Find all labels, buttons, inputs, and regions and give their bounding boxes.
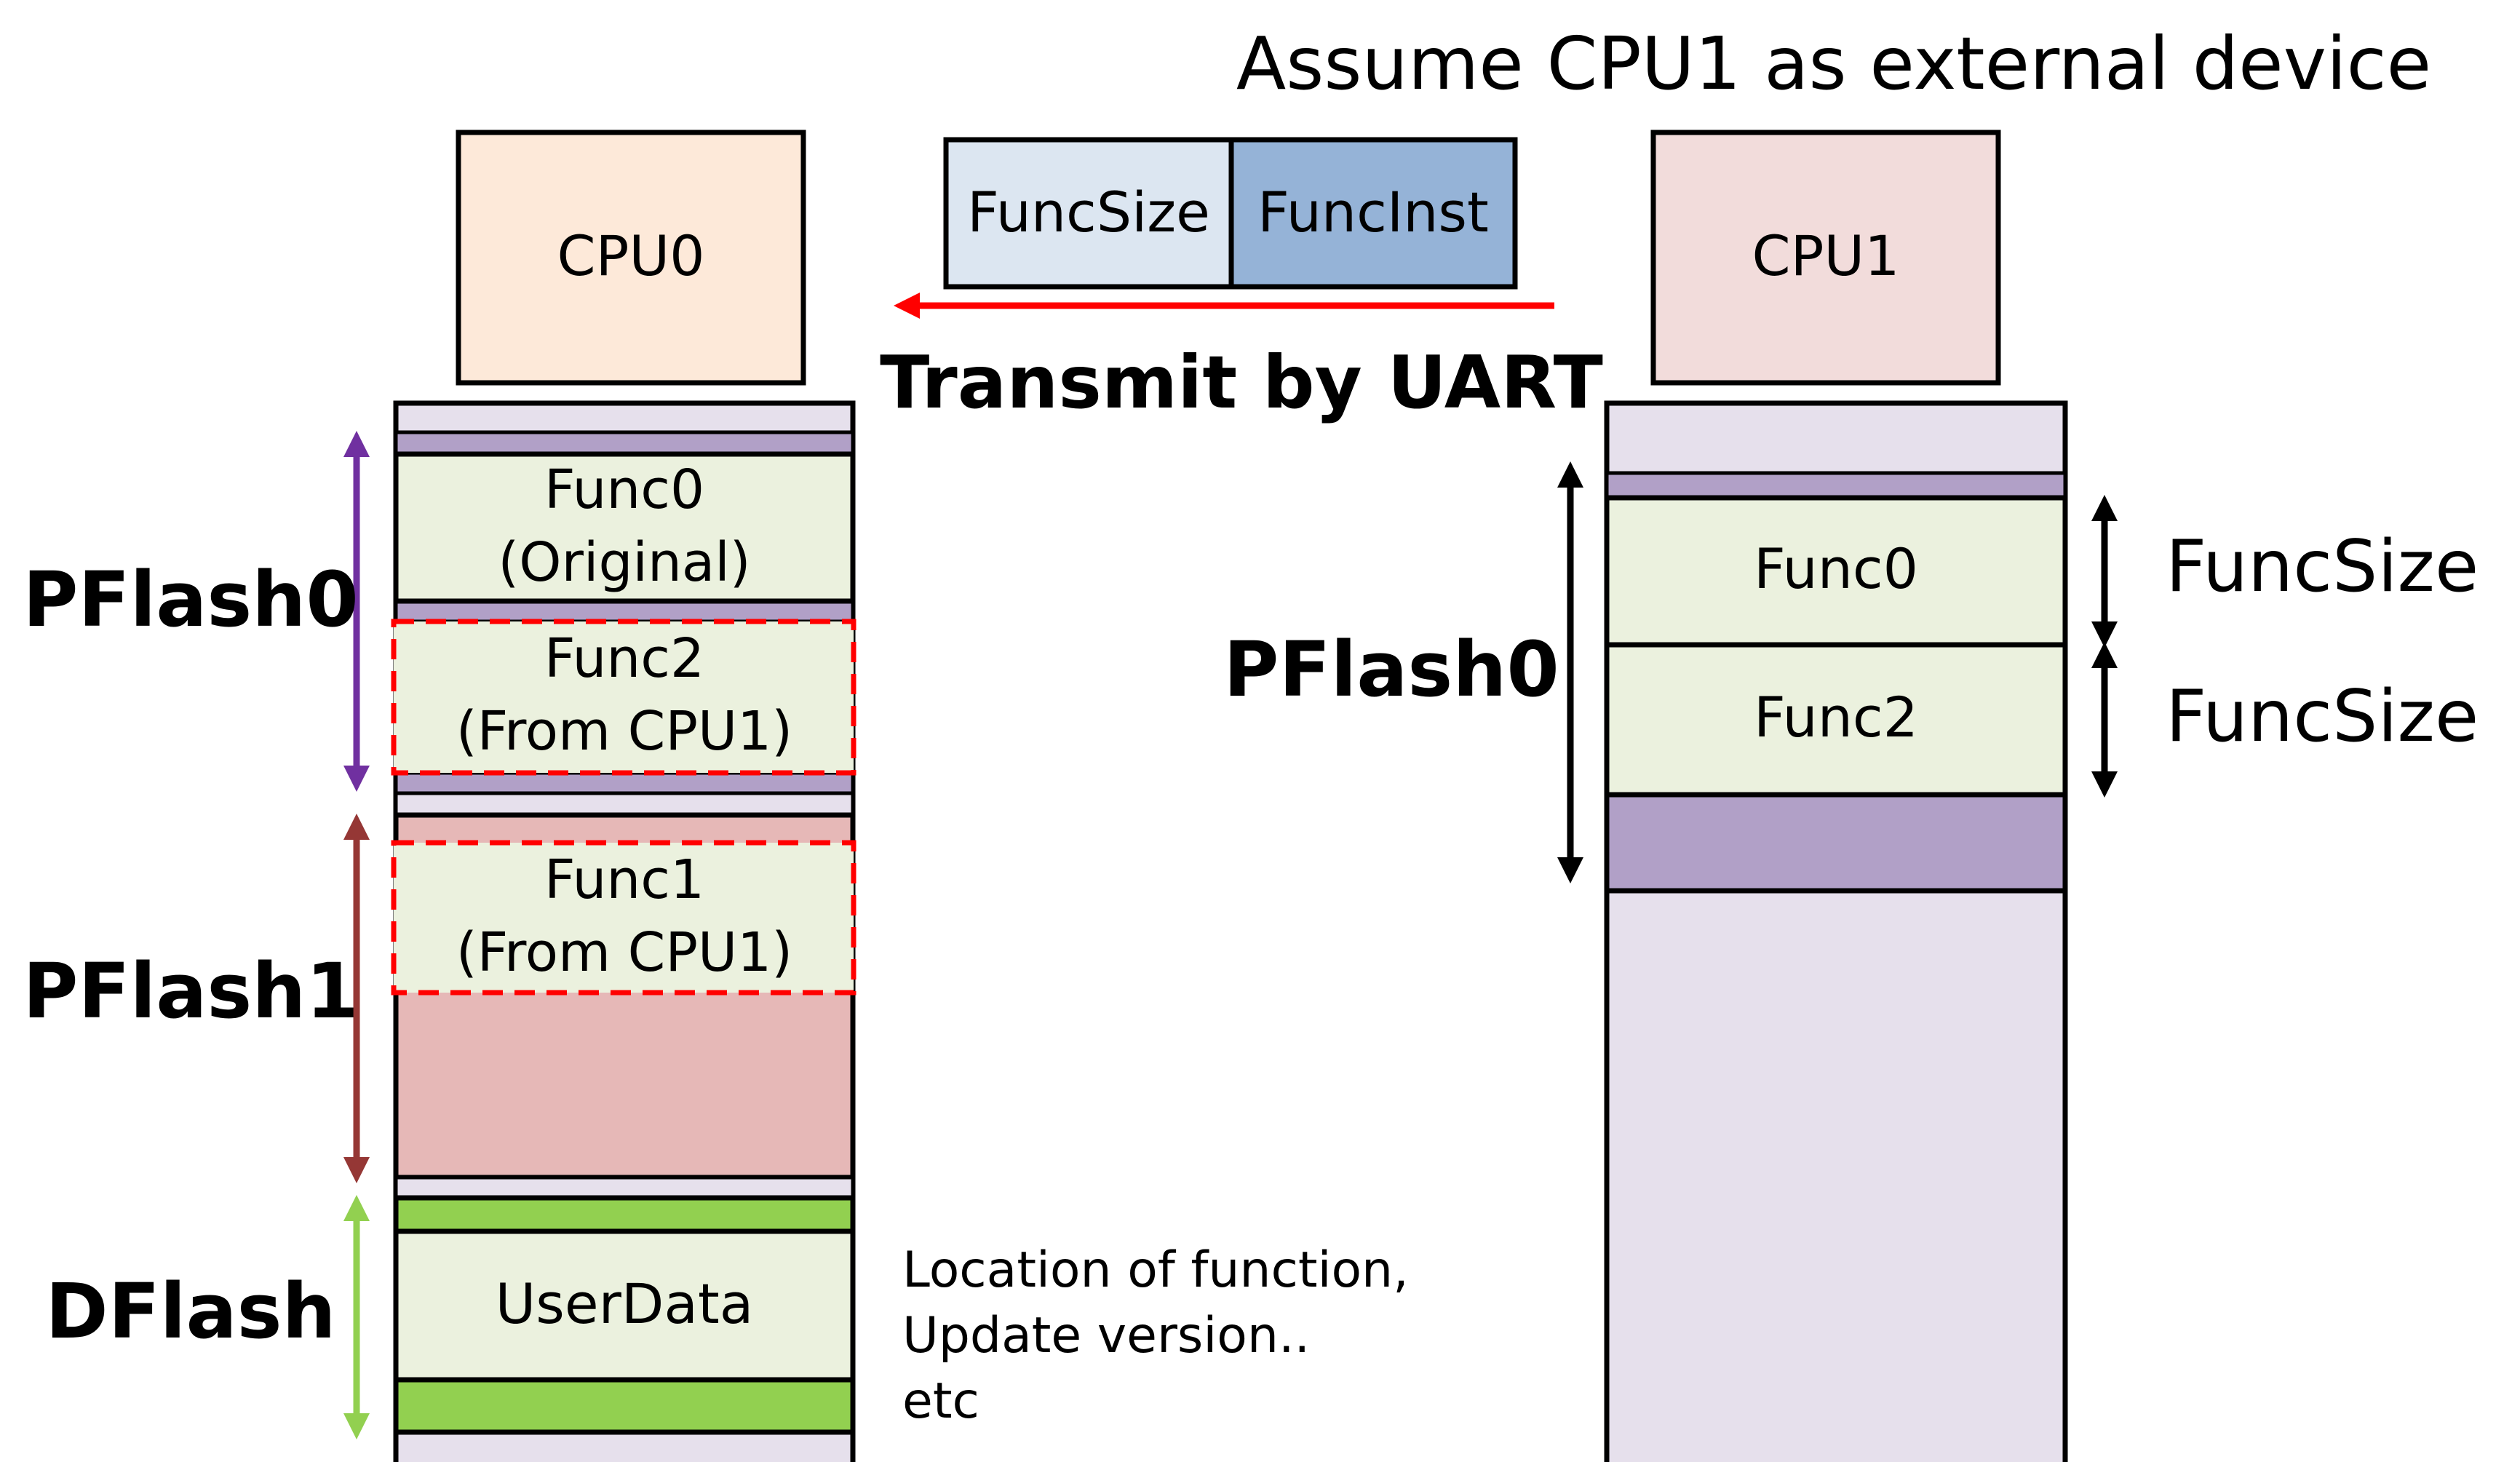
func2-from-cpu1-line1: Func2 <box>544 627 704 690</box>
func1-from-cpu1-line1: Func1 <box>544 849 704 911</box>
left-dflash-label: DFlash <box>45 1267 335 1356</box>
packet-funcsize-field <box>943 137 1234 290</box>
cpu0-memory-map: Func0 (Original) Func2 (From CPU1) Func1… <box>391 400 856 1462</box>
note-line-2: Update version.. <box>902 1307 1310 1364</box>
right-pflash0-label: PFlash0 <box>1223 625 1559 714</box>
separator-band <box>1605 471 2067 500</box>
diagram-title: Assume CPU1 as external device <box>1236 21 2431 106</box>
cpu1-memory-map: Func0 Func2 <box>1604 400 2068 1462</box>
funcsize-label-1: FuncSize <box>2166 525 2479 608</box>
packet-funcinst-label: FuncInst <box>1257 180 1489 245</box>
func1-from-cpu1-line2: (From CPU1) <box>456 921 792 984</box>
uart-packet: FuncSize FuncInst <box>943 137 1518 290</box>
note-line-3: etc <box>902 1372 979 1430</box>
left-pflash1-label: PFlash1 <box>23 947 358 1036</box>
separator-band <box>394 599 855 624</box>
right-func0-label: Func0 <box>1754 536 1918 601</box>
func2-from-cpu1-line2: (From CPU1) <box>456 700 792 763</box>
separator-band <box>394 771 855 795</box>
func0-original-block <box>393 451 856 604</box>
dflash-band-top <box>393 1195 856 1234</box>
cpu0-box: CPU0 <box>456 130 806 386</box>
separator-band <box>394 430 855 456</box>
userdata-block <box>393 1228 856 1383</box>
userdata-label: UserData <box>496 1271 754 1336</box>
dflash-band-bottom <box>393 1377 856 1435</box>
cpu0-label: CPU0 <box>557 223 705 288</box>
right-func0-block <box>1604 495 2068 648</box>
func0-original-line1: Func0 <box>544 458 704 521</box>
func1-from-cpu1-block <box>391 840 856 996</box>
note-line-1: Location of function, <box>902 1241 1409 1299</box>
func2-from-cpu1-block <box>391 619 856 776</box>
func0-original-line2: (Original) <box>498 531 750 594</box>
right-func2-label: Func2 <box>1754 685 1918 750</box>
left-pflash0-label: PFlash0 <box>23 555 358 644</box>
packet-funcsize-label: FuncSize <box>967 180 1210 245</box>
cpu1-box: CPU1 <box>1650 130 2001 386</box>
transmit-label: Transmit by UART <box>880 340 1603 425</box>
right-func2-block <box>1604 642 2068 798</box>
separator-band-large <box>1604 792 2068 894</box>
packet-funcinst-field <box>1228 137 1518 290</box>
cpu1-label: CPU1 <box>1752 223 1900 288</box>
funcsize-label-2: FuncSize <box>2166 675 2479 758</box>
